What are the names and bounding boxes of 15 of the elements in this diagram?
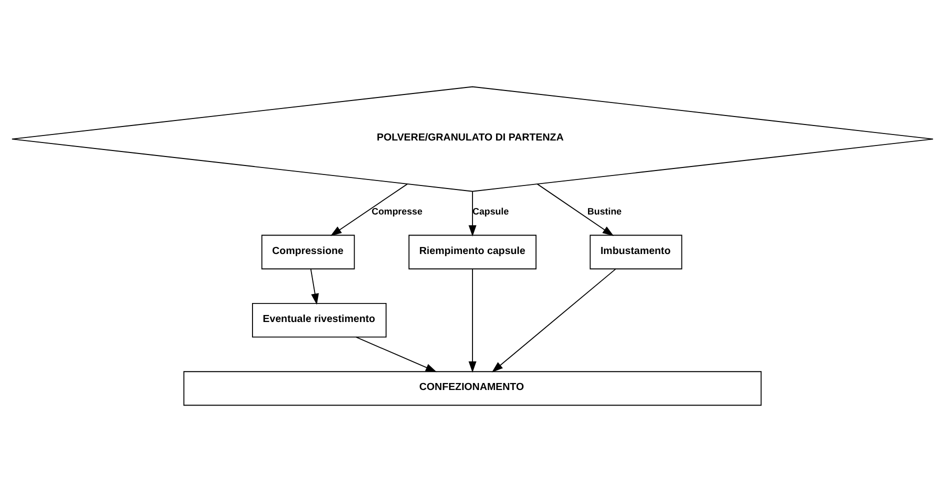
arrow bbox=[468, 268, 476, 373]
node-box: CONFEZIONAMENTO bbox=[183, 371, 762, 406]
node-diamond: POLVERE/GRANULATO DI PARTENZA bbox=[12, 86, 934, 192]
node-box: Imbustamento bbox=[590, 234, 682, 270]
arrow bbox=[492, 268, 616, 372]
arrow bbox=[468, 191, 476, 237]
arrow bbox=[356, 336, 437, 372]
edge-label: Compresse bbox=[372, 206, 422, 217]
arrow bbox=[330, 184, 408, 236]
arrow bbox=[310, 268, 319, 305]
node-box: Compressione bbox=[261, 234, 355, 270]
node-box: Eventuale rivestimento bbox=[252, 302, 387, 338]
edge-label: Bustine bbox=[587, 206, 622, 217]
node-box: Riempimento capsule bbox=[408, 234, 536, 270]
arrow bbox=[536, 184, 614, 236]
